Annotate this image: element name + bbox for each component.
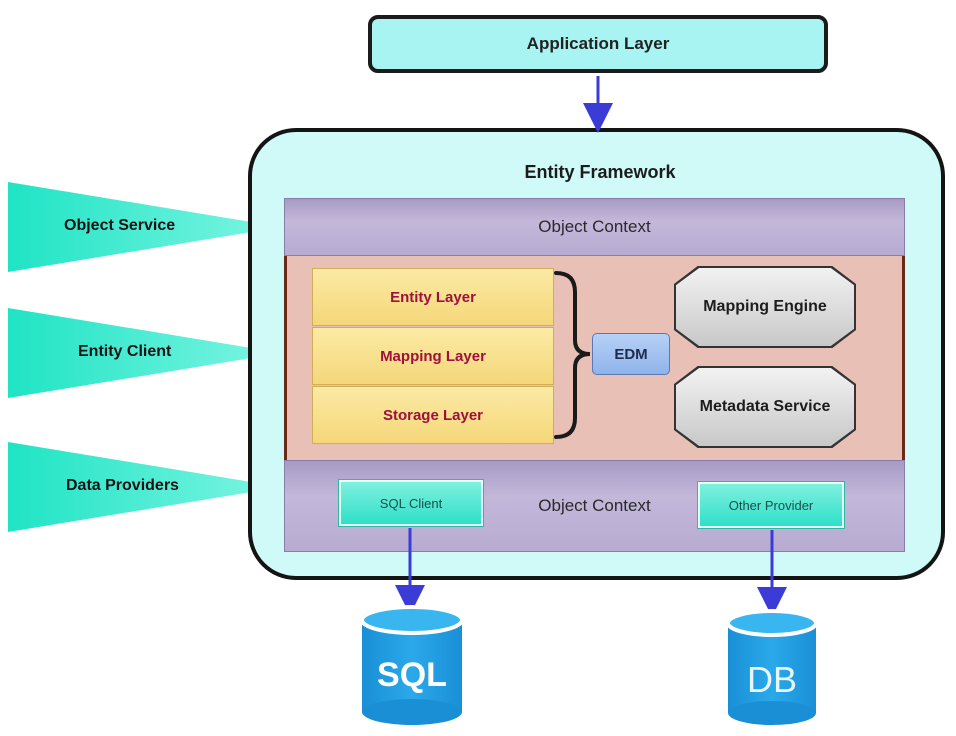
mapping-engine-label: Mapping Engine bbox=[703, 298, 827, 315]
mapping-engine-octagon: Mapping Engine bbox=[674, 266, 856, 348]
application-layer-label: Application Layer bbox=[526, 34, 670, 53]
callout-entity-client-shape bbox=[8, 308, 282, 398]
metadata-service-label: Metadata Service bbox=[699, 398, 831, 415]
application-layer-box: Application Layer bbox=[368, 15, 828, 73]
db-database-label: DB bbox=[746, 659, 797, 700]
sql-client-label: SQL Client bbox=[379, 495, 443, 511]
callout-object-service-shape bbox=[8, 182, 282, 272]
other-provider-box: Other Provider bbox=[698, 482, 844, 528]
storage-layer-label: Storage Layer bbox=[382, 406, 484, 424]
other-provider-label: Other Provider bbox=[728, 497, 814, 513]
object-context-bottom-label: Object Context bbox=[538, 496, 651, 515]
object-context-top-band: Object Context bbox=[284, 198, 905, 256]
callout-entity-client-label: Entity Client bbox=[78, 343, 172, 360]
mapping-layer-label: Mapping Layer bbox=[380, 347, 486, 365]
edm-box: EDM bbox=[592, 333, 670, 375]
entity-layer-box: Entity Layer bbox=[312, 268, 554, 326]
mapping-layer-box: Mapping Layer bbox=[312, 327, 554, 385]
callout-data-providers-shape bbox=[8, 442, 282, 532]
object-context-top-label: Object Context bbox=[538, 217, 651, 236]
entity-framework-title: Entity Framework bbox=[524, 161, 676, 182]
entity-layer-label: Entity Layer bbox=[390, 288, 476, 306]
edm-label: EDM bbox=[614, 345, 648, 363]
callout-object-service-label: Object Service bbox=[64, 217, 176, 234]
callout-data-providers-label: Data Providers bbox=[66, 477, 179, 494]
sql-database-label: SQL bbox=[377, 655, 447, 694]
sql-client-box: SQL Client bbox=[339, 480, 483, 526]
metadata-service-octagon: Metadata Service bbox=[674, 366, 856, 448]
storage-layer-box: Storage Layer bbox=[312, 386, 554, 444]
